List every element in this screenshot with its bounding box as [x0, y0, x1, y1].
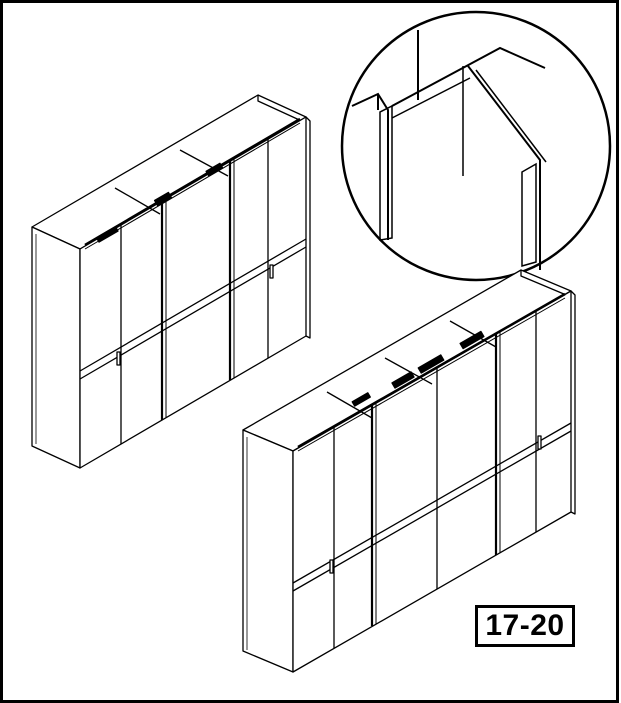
wardrobe-upper	[31, 94, 311, 469]
detail-magnifier	[340, 10, 612, 282]
wardrobe-lower	[242, 269, 576, 673]
step-number-label: 17-20	[475, 605, 575, 647]
